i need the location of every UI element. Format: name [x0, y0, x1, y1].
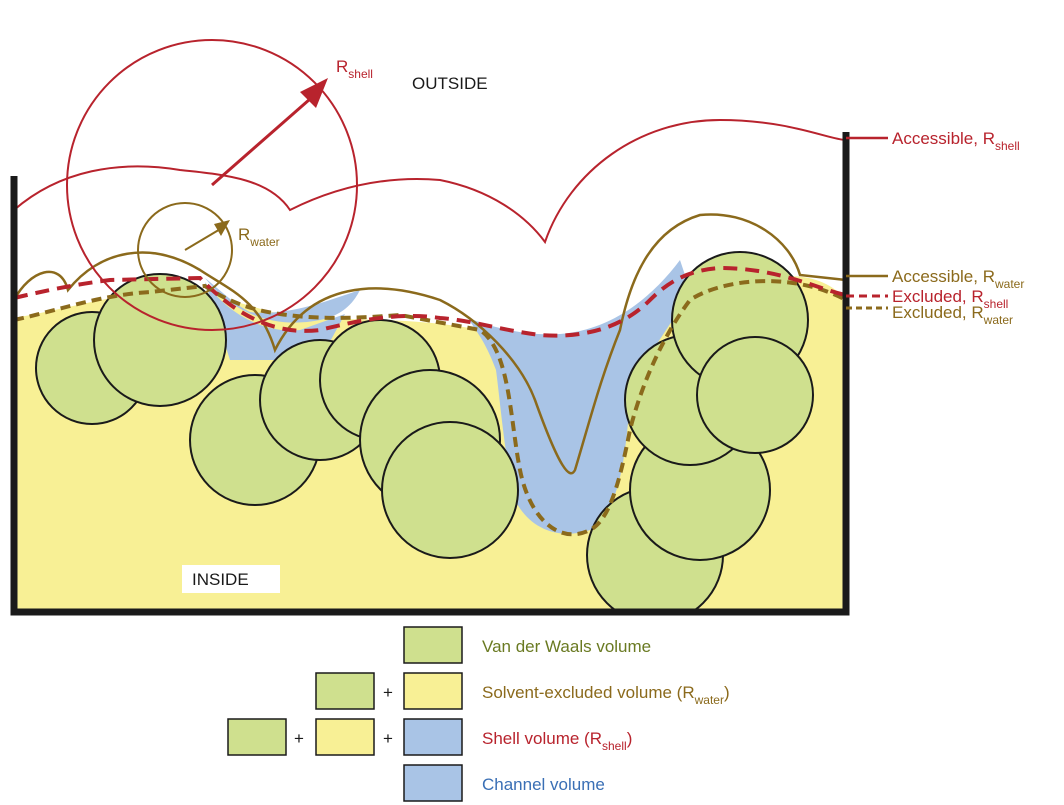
shell-radius-arrow	[211, 90, 319, 187]
outside-label: OUTSIDE	[412, 74, 488, 93]
inside-label-box	[182, 565, 280, 593]
surface-label-excluded-water: Excluded, Rwater	[892, 303, 1013, 327]
channel-region-left	[205, 278, 360, 323]
shell-arrow-head-icon	[300, 78, 328, 108]
legend-swatch-green	[315, 672, 375, 710]
legend-plus: +	[383, 729, 393, 748]
water-radius-arrow	[184, 227, 223, 251]
vdw-spheres	[35, 251, 814, 610]
legend-swatch-blue	[403, 718, 463, 756]
legend-swatch-channel	[403, 764, 463, 802]
accessible-shell-surface	[13, 118, 847, 245]
water-arrow-head-icon	[214, 220, 230, 236]
accessible-water-surface	[12, 213, 847, 475]
surface-label-accessible-water: Accessible, Rwater	[892, 267, 1024, 291]
legend-solvent-excluded-label: Solvent-excluded volume (Rwater)	[482, 683, 730, 707]
surface-label-accessible-shell: Accessible, Rshell	[892, 129, 1020, 153]
surface-label-excluded-shell: Excluded, Rshell	[892, 287, 1008, 311]
legend-plus: +	[383, 683, 393, 702]
channel-region-valley	[468, 260, 690, 534]
legend-plus: +	[294, 729, 304, 748]
container-wall	[10, 132, 850, 616]
excluded-water-surface	[13, 279, 847, 537]
shell-probe-circle	[66, 39, 358, 331]
surface-leaders	[846, 136, 888, 310]
legend-swatch-yellow	[403, 672, 463, 710]
legend-vdw-label: Van der Waals volume	[482, 637, 651, 656]
inside-label: INSIDE	[192, 570, 249, 589]
legend-swatch-vdw	[403, 626, 463, 664]
legend-swatch-yellow	[315, 718, 375, 756]
water-probe-circle	[137, 202, 233, 298]
legend-shell-label: Shell volume (Rshell)	[482, 729, 632, 753]
r-shell-label: Rshell	[336, 57, 373, 81]
legend-swatch-green	[227, 718, 287, 756]
excluded-shell-surface	[13, 265, 847, 338]
legend-channel-label: Channel volume	[482, 775, 605, 794]
volume-legend: Van der Waals volume + Solvent-excluded …	[227, 626, 730, 802]
r-water-label: Rwater	[238, 225, 280, 249]
